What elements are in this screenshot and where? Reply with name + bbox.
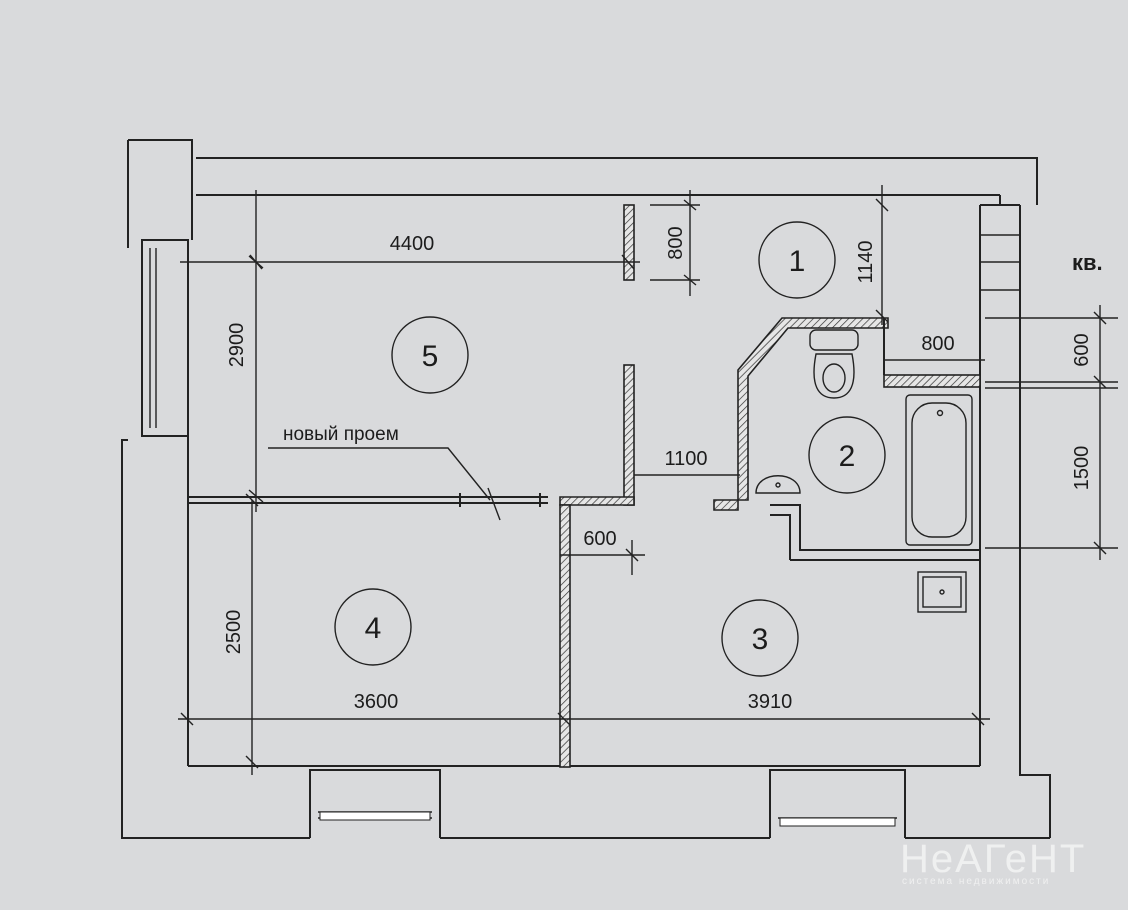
room-4-circle: [334, 588, 412, 666]
dim-600-mid: 600: [583, 528, 616, 550]
watermark-tagline: система недвижимости: [902, 876, 1050, 887]
room-4-number: 4: [365, 612, 382, 645]
dim-600-right: 600: [1071, 333, 1093, 366]
new-opening-note: новый проем: [283, 424, 399, 445]
dim-2900: 2900: [226, 323, 248, 368]
dim-1100: 1100: [664, 448, 707, 470]
toilet: [809, 329, 859, 399]
room-3-circle: [721, 599, 799, 677]
dim-2500: 2500: [223, 610, 245, 655]
room-1-circle: [758, 221, 836, 299]
kitchen-stove: [917, 571, 967, 613]
sink: [755, 475, 801, 494]
dim-800-top: 800: [665, 226, 687, 259]
room-2-number: 2: [839, 440, 856, 473]
window-bottom-left: [309, 769, 441, 838]
room-2-circle: [808, 416, 886, 494]
dim-4400: 4400: [390, 233, 435, 255]
dim-1500: 1500: [1071, 446, 1093, 491]
room-5-number: 5: [422, 340, 439, 373]
dim-800-bath: 800: [921, 333, 954, 355]
dim-3910: 3910: [748, 691, 793, 713]
apartment-label: кв.: [1072, 250, 1103, 275]
room-5-circle: [391, 316, 469, 394]
room-3-number: 3: [752, 623, 769, 656]
dim-3600: 3600: [354, 691, 399, 713]
dim-1140: 1140: [855, 240, 877, 283]
window-bottom-right: [769, 769, 906, 838]
partitions: [188, 204, 981, 768]
bathtub: [905, 394, 973, 546]
watermark-brand: НеАГеНТ: [900, 837, 1086, 881]
room-markers: [334, 221, 886, 677]
room-1-number: 1: [789, 245, 806, 278]
dimension-lines: [178, 185, 1118, 775]
outer-walls: [121, 139, 1051, 839]
